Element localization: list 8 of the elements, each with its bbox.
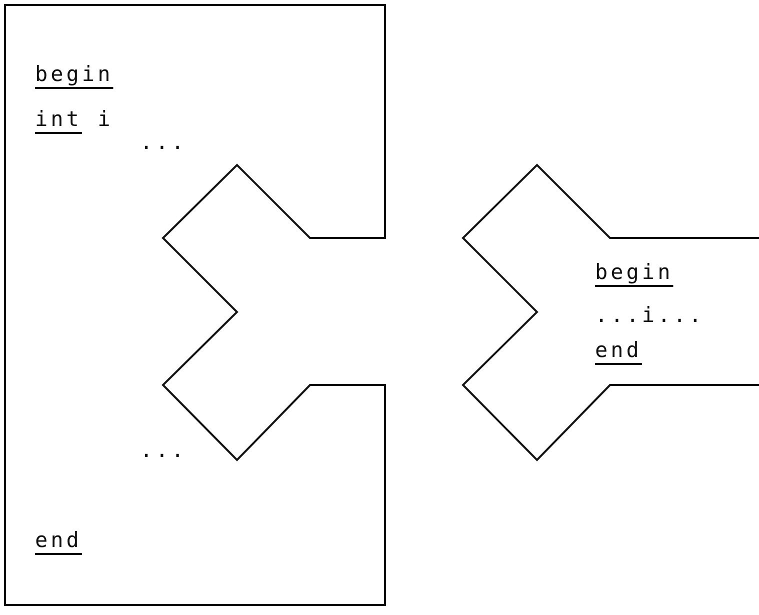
code-keyword: end [595,340,642,361]
code-keyword: begin [35,64,114,85]
code-line: int i [35,109,114,130]
ellipsis-text: ... [140,440,187,461]
code-line: ...i... [595,305,705,326]
ellipsis-text: ... [140,132,187,153]
code-keyword: end [35,530,82,551]
code-keyword: begin [595,262,674,283]
